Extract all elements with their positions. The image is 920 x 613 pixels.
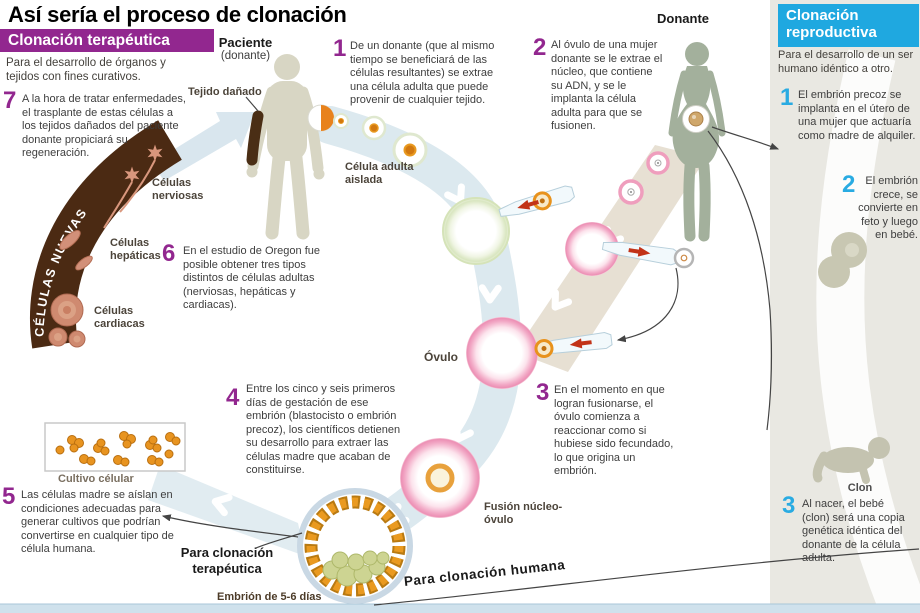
tejido-pointer-line xyxy=(245,96,259,112)
rstep2-number: 2 xyxy=(842,171,856,198)
donor-woman-silhouette xyxy=(668,42,726,242)
rstep2-text: El embrión crece, se convierte en feto y… xyxy=(858,175,918,242)
red-arrow-right xyxy=(628,246,651,257)
rstep3-text: Al nacer, el bebé (clon) será una copia … xyxy=(802,498,905,565)
step4-number: 4 xyxy=(226,384,240,411)
liver-cells-illustration xyxy=(59,230,93,271)
paciente-label: Paciente xyxy=(218,35,273,50)
connector-arrows xyxy=(161,96,920,606)
red-arrow-left xyxy=(517,199,540,210)
therapeutic-header-label: Clonación terapéutica xyxy=(8,32,170,49)
tejido-danado-label: Tejido dañado xyxy=(188,86,262,98)
donante-label: Donante xyxy=(657,11,709,26)
arrow-nucleus-to-ovulo xyxy=(616,267,679,343)
step2-number: 2 xyxy=(533,34,547,61)
fusion-cell xyxy=(400,438,480,518)
ovulo-label: Óvulo xyxy=(424,350,459,364)
page-title: Así sería el proceso de clonación xyxy=(8,2,347,27)
step5-text: Las células madre se aíslan en condicion… xyxy=(21,489,174,556)
rstep1-text: El embrión precoz se implanta en el úter… xyxy=(798,89,916,142)
sidebar-swoosh xyxy=(816,49,920,613)
egg-cells-sequence xyxy=(618,151,670,205)
step3-text: En el momento en que logran fusionarse, … xyxy=(554,384,674,478)
rstep1-number: 1 xyxy=(780,84,794,111)
bottom-strip xyxy=(0,603,920,613)
egg-nucleus-extraction xyxy=(565,222,695,276)
patient-silhouette xyxy=(246,54,325,240)
step7-number: 7 xyxy=(3,87,17,114)
red-arrow-left xyxy=(569,338,592,349)
rstep3-number: 3 xyxy=(782,492,796,519)
step2-text: Al óvulo de una mujer donante se le extr… xyxy=(551,39,663,133)
celulas-cardiacas-label: Células cardiacas xyxy=(94,305,145,330)
reproductive-subtitle: Para el desarrollo de un ser humano idén… xyxy=(778,49,914,75)
clon-label: Clon xyxy=(847,482,873,494)
damaged-tissue-patch xyxy=(246,110,264,166)
therapeutic-header: Clonación terapéutica xyxy=(0,29,214,52)
step4-text: Entre los cinco y seis primeros días de … xyxy=(246,383,401,477)
step1-number: 1 xyxy=(333,35,347,62)
curve-therapeutic-label xyxy=(255,532,303,549)
arrow-belly-to-sidebar xyxy=(711,126,780,150)
ovulo-implantation xyxy=(466,317,613,389)
arrow-embryo-to-culture xyxy=(161,514,299,538)
step5-number: 5 xyxy=(2,483,16,510)
uterus-egg-detail xyxy=(682,105,710,133)
celulas-hepaticas-label: Células hepáticas xyxy=(110,237,161,262)
step3-number: 3 xyxy=(536,379,550,406)
embryo-blastocyst xyxy=(297,488,413,604)
isolated-cell-with-pipette xyxy=(442,185,575,265)
reproductive-header-line1: Clonación xyxy=(786,7,859,24)
new-cells-arc: CÉLULAS NUEVAS xyxy=(29,120,183,349)
tissue-sample-half-cell xyxy=(321,105,334,131)
step6-text: En el estudio de Oregon fue posible obte… xyxy=(183,245,320,312)
fetus-silhouette xyxy=(818,232,867,288)
step6-number: 6 xyxy=(162,240,176,267)
reproductive-header-line2: reproductiva xyxy=(786,23,877,41)
step1-text: De un donante (que al mismo tiempo se be… xyxy=(350,40,495,107)
new-cells-arrow xyxy=(152,112,255,181)
fusion-label: Fusión núcleo-óvulo xyxy=(484,501,563,526)
reproductive-sidebar-bg xyxy=(770,0,920,613)
cell-culture-box xyxy=(44,422,186,472)
celula-adulta-label: Célula adulta aislada xyxy=(345,161,414,186)
para-terapeutica-label: Para clonación terapéutica xyxy=(180,545,274,576)
extracted-nucleus xyxy=(673,247,695,269)
nerve-cells-illustration xyxy=(103,144,163,229)
curve-human-cloning-path xyxy=(373,548,920,606)
baby-clone-silhouette xyxy=(812,437,890,484)
inner-cell-mass xyxy=(322,550,390,587)
adult-cell-sequence xyxy=(307,104,428,168)
reproductive-header: Clonación reproductiva xyxy=(778,4,919,47)
arrow-belly-down-sidebar xyxy=(707,130,773,431)
cultivo-label: Cultivo célular xyxy=(58,473,134,485)
paciente-sub-label: (donante) xyxy=(220,50,271,62)
step7-text: A la hora de tratar enfermedades, el tra… xyxy=(22,93,186,160)
embrion-label: Embrión de 5-6 días xyxy=(217,591,322,603)
cardiac-cells-illustration xyxy=(48,293,86,348)
therapeutic-subtitle: Para el desarrollo de órganos y tejidos … xyxy=(6,57,166,84)
celulas-nerviosas-label: Células nerviosas xyxy=(152,177,204,202)
